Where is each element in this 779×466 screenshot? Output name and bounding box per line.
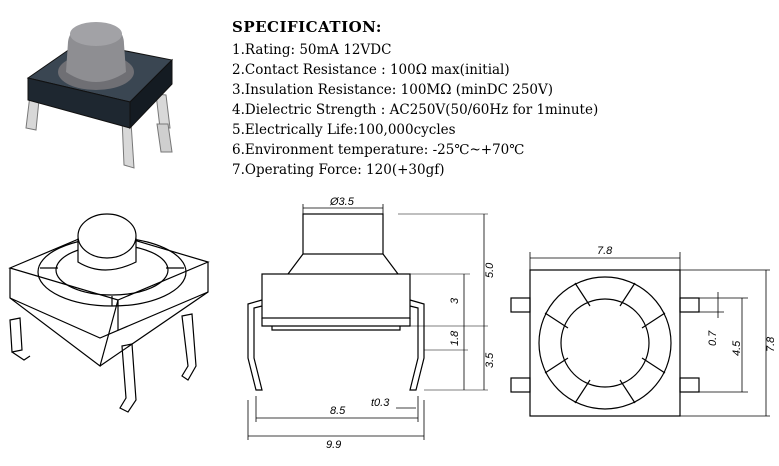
dim-actuator-diameter: Ø3.5 (329, 196, 355, 208)
dim-pin-pitch-line (699, 297, 748, 393)
iso-lead-right (181, 313, 197, 381)
photo-lead-right (155, 93, 171, 129)
dim-top-height-line (680, 269, 770, 417)
top-pin-left-lower (510, 377, 531, 393)
isometric-view (8, 213, 210, 413)
dim-lead-inner-span: 8.5 (330, 405, 346, 417)
spec-item-contact-resistance: 2.Contact Resistance : 100Ω max(initial) (232, 62, 510, 78)
iso-body-front-left (9, 268, 119, 368)
dim-lead-outer-span: 9.9 (326, 439, 341, 451)
dim-extension-lines (398, 213, 488, 391)
spec-item-electrical-life: 5.Electrically Life:100,000cycles (232, 122, 456, 138)
iso-ring-notches (40, 236, 184, 306)
spec-item-environment-temperature: 6.Environment temperature: -25℃~+70℃ (232, 142, 525, 158)
top-ring-slots (544, 282, 666, 404)
side-actuator (302, 213, 384, 255)
side-view (247, 204, 488, 440)
spec-list: 1.Rating: 50mA 12VDC 2.Contact Resistanc… (232, 40, 598, 180)
top-ring-outer (538, 276, 672, 410)
dim-span-inner-line (255, 396, 419, 422)
spec-item-dielectric-strength: 4.Dielectric Strength : AC250V(50/60Hz f… (232, 102, 599, 118)
dim-top-width: 7.8 (597, 245, 613, 257)
dim-lead-height: 3.5 (484, 352, 496, 368)
top-pin-left-upper (510, 297, 531, 313)
side-body (261, 273, 411, 319)
spec-item-rating: 1.Rating: 50mA 12VDC (232, 42, 392, 58)
iso-actuator-top (77, 213, 137, 259)
top-pin-right-upper (679, 297, 700, 313)
photo-body-side (129, 58, 173, 130)
spec-item-insulation-resistance: 3.Insulation Resistance: 100MΩ (minDC 25… (232, 82, 554, 98)
iso-lead-left (9, 317, 31, 361)
iso-lead-front (119, 343, 137, 413)
top-pin-right-lower (679, 377, 700, 393)
dim-pin-pitch: 4.5 (731, 340, 743, 356)
spec-item-operating-force: 7.Operating Force: 120(+30gf) (232, 162, 445, 178)
dim-actuator-diameter-line (302, 204, 384, 214)
top-ring-inner (560, 298, 650, 388)
spec-title: SPECIFICATION: (232, 18, 382, 36)
iso-body-edge (9, 291, 209, 339)
dim-pin-width: 0.7 (707, 330, 719, 346)
photo-lead-back (156, 123, 173, 153)
top-view (510, 252, 770, 417)
side-base (261, 318, 411, 331)
dim-span-outer-line (247, 400, 425, 440)
dim-lead-thickness: t0.3 (371, 397, 390, 409)
side-lead-right (409, 299, 425, 391)
side-lead-left (247, 299, 263, 391)
specification-block: SPECIFICATION: 1.Rating: 50mA 12VDC 2.Co… (232, 18, 598, 180)
dim-base-height: 1.8 (449, 330, 461, 346)
dim-actuator-height: 5.0 (484, 262, 496, 278)
product-photo (25, 22, 174, 169)
dim-top-width-line (529, 252, 681, 270)
dim-top-height: 7.8 (765, 336, 777, 352)
dim-pin-width-line (699, 292, 724, 318)
photo-actuator-top (70, 22, 122, 46)
dim-body-height: 3 (449, 297, 461, 304)
side-actuator-shoulder (287, 253, 399, 275)
top-body (529, 269, 681, 417)
